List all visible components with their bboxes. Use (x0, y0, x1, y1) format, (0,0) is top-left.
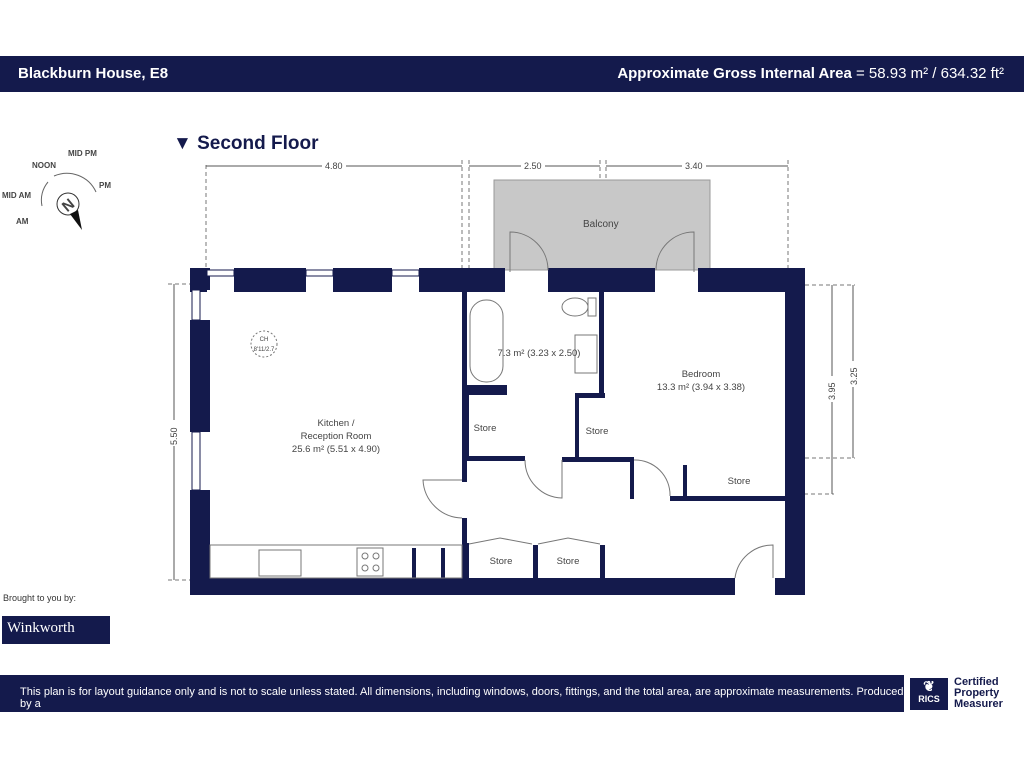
toilet-icon (561, 297, 589, 317)
windows (191, 269, 420, 491)
ceiling-height-marker (250, 330, 278, 358)
footer-bar: This plan is for layout guidance only an… (0, 675, 904, 712)
ch-label: CH (260, 337, 269, 343)
rics-logo: ❦RICS (910, 678, 948, 710)
certified-line-1: Certified (954, 676, 999, 688)
area-value: = 58.93 m² / 634.32 ft² (851, 65, 1004, 82)
door-kitchen (422, 479, 463, 519)
area-label: Approximate Gross Internal Area (617, 65, 852, 82)
kitchen-name: Kitchen / (318, 418, 355, 429)
rics-label: RICS (918, 694, 940, 704)
store-label: Store (586, 426, 609, 437)
mid-pm-label: MID PM (68, 149, 97, 158)
dim-top-1: 4.80 (325, 161, 343, 171)
bathroom-area: 7.3 m² (3.23 x 2.50) (498, 348, 581, 359)
ch-dim: 8'11/2.7 (254, 347, 275, 353)
dim-right-1: 3.95 (827, 382, 837, 400)
dim-top-3: 3.40 (685, 161, 703, 171)
property-name: Blackburn House, E8 (18, 65, 169, 82)
store-label: Store (490, 556, 513, 567)
walls (190, 268, 805, 595)
kitchen-name-2: Reception Room (301, 431, 372, 442)
bedroom-area: 13.3 m² (3.94 x 3.38) (657, 382, 745, 393)
balcony-label: Balcony (583, 219, 619, 230)
dim-right-2: 3.25 (849, 367, 859, 385)
door-balcony-2 (655, 231, 695, 272)
compass-icon: N AM MID AM NOON MID PM PM (2, 149, 111, 230)
store-label: Store (474, 423, 497, 434)
agent-logo: Winkworth (2, 616, 110, 644)
header-bar: Blackburn House, E8 Approximate Gross In… (0, 56, 1024, 92)
mid-am-label: MID AM (2, 191, 31, 200)
balcony (493, 179, 711, 271)
sink-icon (258, 549, 302, 577)
brought-to-you-label: Brought to you by: (3, 593, 77, 603)
basin-icon (574, 334, 598, 374)
kitchen-area: 25.6 m² (5.51 x 4.90) (292, 444, 380, 455)
door-entrance (734, 544, 774, 579)
gross-area: Approximate Gross Internal Area = 58.93 … (617, 65, 1004, 82)
store-label: Store (557, 556, 580, 567)
certified-property-measurer: Certified Property Measurer (954, 677, 1003, 710)
certified-line-3: Measurer (954, 698, 1003, 710)
floor-title: ▼ Second Floor (173, 133, 319, 154)
bath-icon (469, 299, 504, 383)
store-label: Store (728, 476, 751, 487)
door-hall (524, 459, 563, 499)
dim-left: 5.50 (169, 427, 179, 445)
door-balcony-1 (509, 231, 549, 272)
certified-line-2: Property (954, 687, 1000, 699)
fixtures (209, 231, 774, 579)
dimension-label-backgrounds (168, 160, 859, 446)
dim-top-2: 2.50 (524, 161, 542, 171)
am-label: AM (16, 217, 29, 226)
dimension-labels: 4.80 2.50 3.40 5.50 3.95 3.25 (169, 161, 859, 445)
door-bedroom (633, 459, 671, 497)
noon-label: NOON (32, 161, 56, 170)
pm-label: PM (99, 181, 111, 190)
bedroom-name: Bedroom (682, 369, 721, 380)
disclaimer: This plan is for layout guidance only an… (20, 686, 904, 710)
hob-icon (356, 547, 384, 577)
